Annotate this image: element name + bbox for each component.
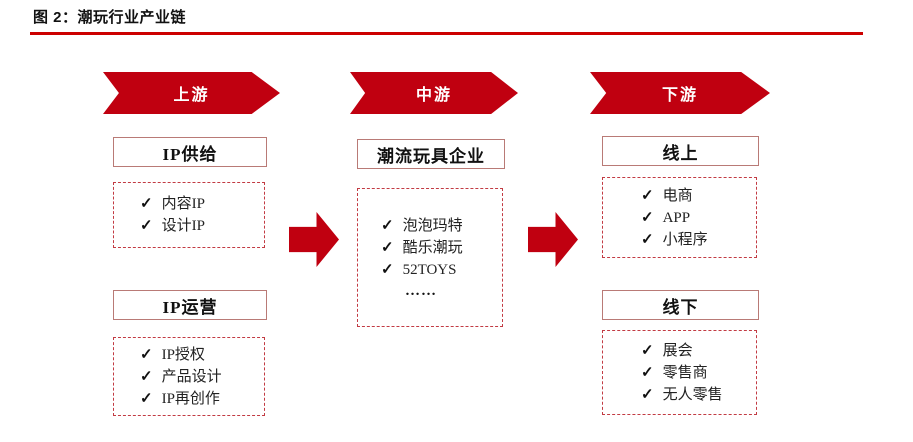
check-icon: ✓: [641, 386, 654, 403]
check-icon: ✓: [641, 364, 654, 381]
header-box-offline: 线下: [602, 290, 759, 320]
list-item-label: 电商: [662, 187, 693, 204]
header-box-ip-supply: IP供给: [113, 137, 267, 167]
list-item: ✓ 小程序: [641, 229, 756, 251]
list-item-label: 酷乐潮玩: [402, 239, 463, 256]
list-item-label: 泡泡玛特: [402, 217, 463, 234]
header-label: 潮流玩具企业: [377, 146, 485, 166]
checklist-online: ✓ 电商 ✓ APP ✓ 小程序: [602, 177, 757, 258]
check-icon: ✓: [641, 231, 654, 248]
banner-upstream-label: 上游: [173, 87, 210, 104]
list-item: ✓ 产品设计: [140, 366, 264, 388]
banner-midstream-label: 中游: [415, 87, 452, 104]
banner-downstream-label: 下游: [661, 87, 698, 104]
header-label: 线下: [662, 297, 699, 317]
list-item-label: IP授权: [161, 346, 205, 363]
list-item: ✓ 展会: [641, 340, 756, 362]
list-item-label: IP再创作: [161, 390, 220, 407]
check-icon: ✓: [381, 239, 394, 256]
right-arrow-icon: [289, 212, 339, 267]
title-underline-rule: [30, 32, 863, 35]
list-item: ✓ IP授权: [140, 344, 264, 366]
list-item: ✓ APP: [641, 207, 756, 229]
list-item-label: 展会: [662, 342, 693, 359]
header-label: IP运营: [162, 297, 218, 317]
check-icon: ✓: [140, 368, 153, 385]
check-icon: ✓: [641, 209, 654, 226]
banner-midstream: 中游: [350, 72, 518, 114]
list-item-label: 52TOYS: [402, 261, 457, 278]
list-item-label: 内容IP: [161, 196, 205, 212]
list-item-label: 无人零售: [662, 386, 723, 403]
header-box-toy-companies: 潮流玩具企业: [357, 139, 505, 169]
check-icon: ✓: [641, 187, 654, 204]
list-item-label: 小程序: [662, 231, 708, 248]
header-label: 线上: [662, 143, 699, 163]
list-item-label: 设计IP: [161, 218, 205, 234]
check-icon: ✓: [641, 342, 654, 359]
checklist-ip-supply: ✓ 内容IP ✓ 设计IP: [113, 182, 265, 248]
check-icon: ✓: [140, 390, 153, 407]
ellipsis-more: ……: [405, 282, 437, 299]
checklist-toy-companies: ✓ 泡泡玛特 ✓ 酷乐潮玩 ✓ 52TOYS ……: [357, 188, 503, 327]
page-title: 图 2：潮玩行业产业链: [33, 9, 187, 26]
checklist-offline: ✓ 展会 ✓ 零售商 ✓ 无人零售: [602, 330, 757, 415]
list-item: ✓ 无人零售: [641, 384, 756, 406]
list-item: ✓ 泡泡玛特: [381, 215, 502, 237]
list-item: ✓ 内容IP: [140, 193, 264, 215]
right-arrow-icon: [528, 212, 578, 267]
list-item: ✓ 52TOYS: [381, 259, 502, 281]
list-item: ✓ 零售商: [641, 362, 756, 384]
check-icon: ✓: [140, 196, 153, 212]
list-item-label: APP: [662, 209, 691, 226]
list-item-label: 产品设计: [161, 368, 222, 385]
check-icon: ✓: [140, 218, 153, 234]
list-item: ✓ 酷乐潮玩: [381, 237, 502, 259]
list-item: ✓ IP再创作: [140, 388, 264, 410]
check-icon: ✓: [140, 346, 153, 363]
list-item: ✓ 电商: [641, 185, 756, 207]
list-item-label: 零售商: [662, 364, 708, 381]
header-label: IP供给: [162, 144, 218, 164]
check-icon: ✓: [381, 261, 394, 278]
banner-downstream: 下游: [590, 72, 770, 114]
header-box-online: 线上: [602, 136, 759, 166]
check-icon: ✓: [381, 217, 394, 234]
banner-upstream: 上游: [103, 72, 280, 114]
checklist-ip-operation: ✓ IP授权 ✓ 产品设计 ✓ IP再创作: [113, 337, 265, 416]
list-item: ✓ 设计IP: [140, 215, 264, 237]
header-box-ip-operation: IP运营: [113, 290, 267, 320]
